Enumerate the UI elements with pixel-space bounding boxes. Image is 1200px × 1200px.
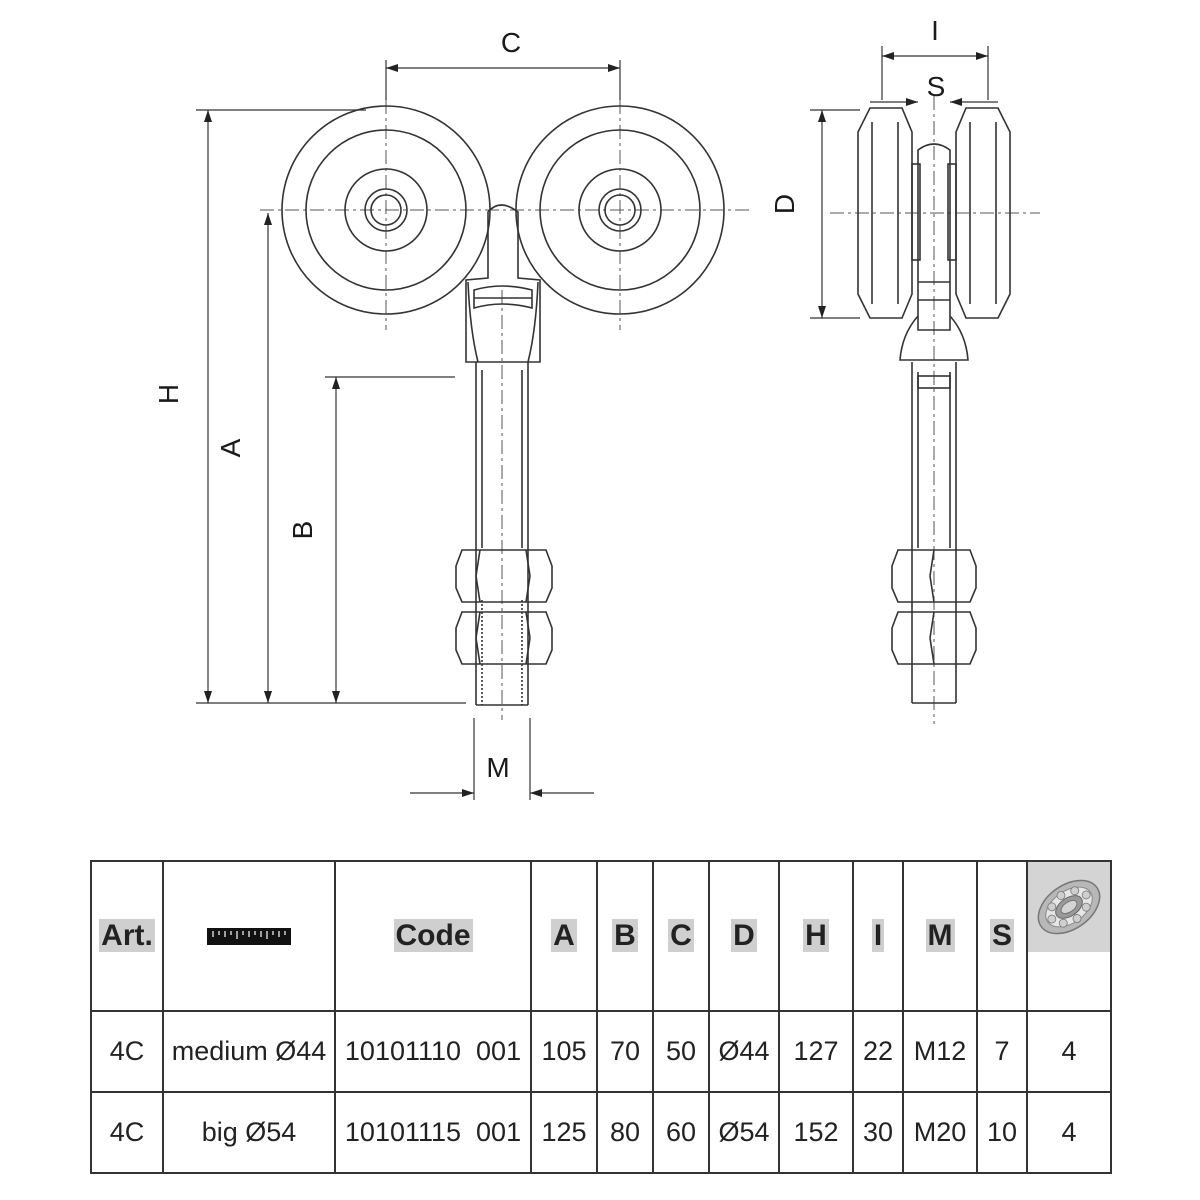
header-i: I [852,860,904,1012]
cell-code: 10101110 001 [334,1010,532,1093]
header-s: S [976,860,1028,1012]
table-row: 4C big Ø54 10101115 001 125 80 60 Ø54 15… [90,1091,1112,1174]
cell-d: Ø44 [708,1010,780,1093]
label-m: M [486,752,509,783]
front-dimensions [196,60,621,800]
specification-table: Art. Code A B C D H [90,860,1112,1174]
cell-m: M12 [902,1010,978,1093]
header-m: M [902,860,978,1012]
header-art: Art. [90,860,164,1012]
table-header-row: Art. Code A B C D H [90,860,1112,1012]
ruler-icon [207,928,291,945]
cell-c: 60 [652,1091,710,1174]
header-d: D [708,860,780,1012]
cell-i: 22 [852,1010,904,1093]
ball-bearing-icon [1029,863,1109,952]
cell-b: 80 [596,1091,654,1174]
lower-nut [455,611,553,665]
side-lower-nut [891,611,977,665]
technical-drawing: C H A B M [153,15,1040,800]
yoke-body [465,204,541,363]
label-d: D [769,194,800,214]
cell-size: medium Ø44 [162,1010,336,1093]
side-left-wheel [857,107,913,319]
cell-bearings: 4 [1026,1091,1112,1174]
header-code: Code [334,860,532,1012]
side-view [830,96,1040,724]
upper-nut [455,549,553,603]
label-c: C [501,27,521,58]
cell-c: 50 [652,1010,710,1093]
cell-art: 4C [90,1010,164,1093]
cell-a: 125 [530,1091,598,1174]
header-a: A [530,860,598,1012]
header-b: B [596,860,654,1012]
cell-code: 10101115 001 [334,1091,532,1174]
side-upper-nut [891,549,977,603]
cell-size: big Ø54 [162,1091,336,1174]
table-row: 4C medium Ø44 10101110 001 105 70 50 Ø44… [90,1010,1112,1093]
cell-m: M20 [902,1091,978,1174]
side-dimension-labels: I S D [769,15,945,214]
label-s: S [927,71,946,102]
cell-s: 10 [976,1091,1028,1174]
cell-h: 152 [778,1091,854,1174]
label-h: H [153,384,184,404]
front-view [260,100,750,720]
header-h: H [778,860,854,1012]
cell-a: 105 [530,1010,598,1093]
cell-i: 30 [852,1091,904,1174]
cell-bearings: 4 [1026,1010,1112,1093]
label-i: I [931,15,939,46]
label-b: B [287,521,318,540]
front-dimension-labels: C H A B M [153,27,521,783]
header-c: C [652,860,710,1012]
cell-art: 4C [90,1091,164,1174]
label-a: A [215,438,246,457]
cell-s: 7 [976,1010,1028,1093]
side-dimensions [810,46,998,319]
header-size [162,860,336,1012]
cell-d: Ø54 [708,1091,780,1174]
cell-h: 127 [778,1010,854,1093]
header-bearings [1026,860,1112,1012]
cell-b: 70 [596,1010,654,1093]
